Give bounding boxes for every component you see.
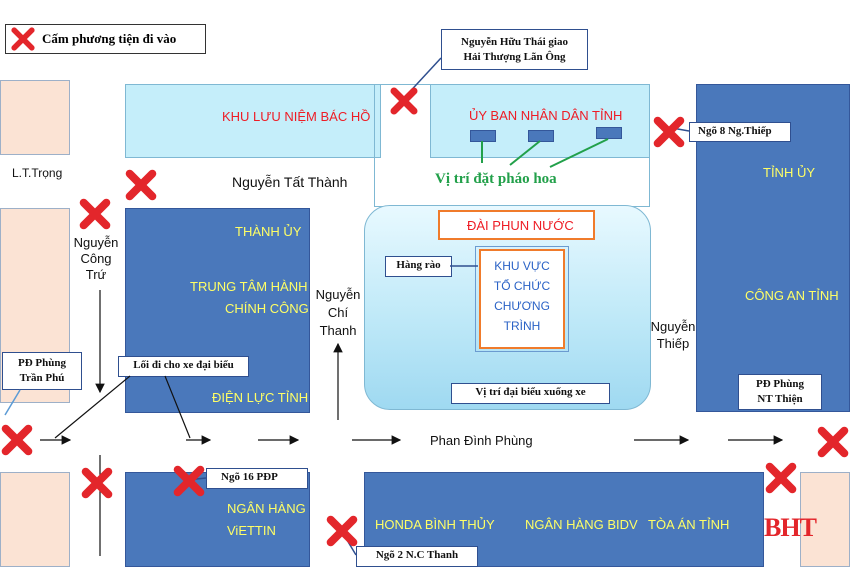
x-mark-icon [0,423,34,457]
cong-an-label: CÔNG AN TỈNH [745,288,839,303]
dai-phun-nuoc-label: ĐÀI PHUN NƯỚC [467,218,574,233]
nguyen-huu-thai-line-2: Hải Thượng Lãn Ông [463,51,566,63]
vi-tri-xuong-xe-note: Vị trí đại biểu xuống xe [451,383,610,404]
x-mark-icon [78,197,112,231]
road-nguyen-tat-thanh: Nguyễn Tất Thành [232,174,348,190]
nguyen-huu-thai-line-1: Nguyễn Hữu Thái giao [461,36,568,48]
x-mark-icon [389,86,419,116]
trung-tam-label-2: CHÍNH CÔNG [225,301,309,316]
tinh-uy-label: TỈNH ỦY [763,165,815,180]
ngo2-note: Ngõ 2 N.C Thanh [356,546,478,567]
uy-ban-label: ỦY BAN NHÂN DÂN TỈNH [469,108,623,123]
khu-luu-niem-label: KHU LƯU NIỆM BÁC HỒ [222,109,371,124]
fireworks-label: Vị trí đặt pháo hoa [435,171,557,187]
nguyen-huu-thai-note: Nguyễn Hữu Thái giao Hải Thượng Lãn Ông [441,29,588,70]
legend: Cấm phương tiện đi vào [5,24,206,54]
firework-spot-3 [596,127,622,139]
toa-an-label: TÒA ÁN TỈNH [648,517,730,532]
khu-luu-niem-block: KHU LƯU NIỆM BÁC HỒ [125,84,381,158]
x-mark-icon [11,27,35,51]
thanh-uy-label: THÀNH ỦY [235,224,302,239]
honda-label: HONDA BÌNH THỦY [375,517,495,532]
block-left-top [0,80,70,155]
bidv-label: NGÂN HÀNG BIDV [525,517,638,532]
x-mark-icon [325,514,359,548]
dai-phun-nuoc-box: ĐÀI PHUN NƯỚC [438,210,595,240]
x-mark-icon [80,466,114,500]
block-left-bottom [0,472,70,567]
loi-di-note: Lối đi cho xe đại biểu [118,356,249,377]
bht-watermark: BHT [764,513,817,542]
viettin-label-1: NGÂN HÀNG [227,501,306,516]
hang-rao-pointer [450,265,478,267]
block-right-bottom [800,472,850,567]
x-mark-icon [652,115,686,149]
dien-luc-label: ĐIỆN LỰC TỈNH [212,390,309,405]
firework-spot-2 [528,130,554,142]
hang-rao-outer [475,246,569,352]
x-mark-icon [816,425,850,459]
road-phan-dinh-phung: Phan Đình Phùng [430,433,533,448]
x-mark-icon [124,168,158,202]
legend-label: Cấm phương tiện đi vào [42,31,177,46]
ngo16-note: Ngõ 16 PĐP [206,468,308,489]
ngo8-note: Ngõ 8 Ng.Thiếp [689,122,791,142]
thanh-uy-block: THÀNH ỦY TRUNG TÂM HÀNH CHÍNH CÔNG ĐIỆN … [125,208,310,413]
road-lt-trong: L.T.Trọng [12,166,63,180]
x-mark-icon [172,464,206,498]
hang-rao-note: Hàng rào [385,256,452,277]
x-mark-icon [764,461,798,495]
viettin-label-2: ViETTIN [227,523,276,538]
fireworks-connectors [481,138,609,168]
trung-tam-label-1: TRUNG TÂM HÀNH [190,279,308,294]
uy-ban-block: ỦY BAN NHÂN DÂN TỈNH [430,84,650,158]
